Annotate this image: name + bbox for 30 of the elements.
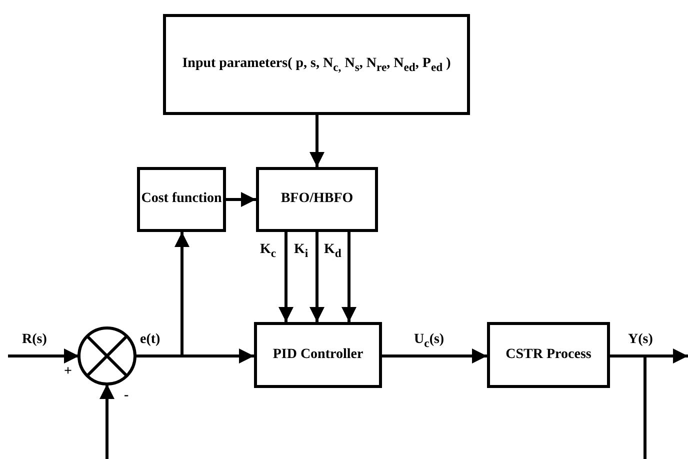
cost-function-box xyxy=(137,167,226,232)
box-label: Input parameters( p, s, N$_{c,}$ N$_{s}$, N$_{re}$, N$_{ed}$, P$_{ed}$ ) xyxy=(181,54,452,74)
box-label: PID Controller xyxy=(272,346,364,364)
signal-label: R(s) xyxy=(22,332,47,348)
arrow xyxy=(226,192,256,207)
sign-label: + xyxy=(64,364,72,380)
arrow xyxy=(382,348,487,364)
connector-line xyxy=(610,354,646,459)
box-label: CSTR Process xyxy=(506,346,592,364)
optimizer-box xyxy=(256,167,378,232)
signal-label: K$_{i}$ xyxy=(294,242,308,260)
arrow xyxy=(310,232,324,322)
arrow xyxy=(278,232,294,322)
signal-label: Y(s) xyxy=(628,332,653,348)
arrow xyxy=(100,384,114,459)
pid-controller-box xyxy=(254,322,382,388)
sign-label: - xyxy=(124,388,129,404)
arrow xyxy=(8,348,79,364)
arrow xyxy=(135,232,190,358)
arrow xyxy=(310,115,324,167)
summing-junction xyxy=(77,326,137,386)
input-parameters-box xyxy=(163,14,470,115)
box-label: BFO/HBFO xyxy=(280,190,354,208)
process-box xyxy=(487,322,610,388)
signal-label: e(t) xyxy=(140,332,160,348)
signal-label: K$_{d}$ xyxy=(324,242,342,260)
box-label: Cost function xyxy=(141,190,222,208)
signal-label: K$_{c}$ xyxy=(260,242,276,260)
arrow xyxy=(342,232,356,322)
signal-label: U$_{c}$(s) xyxy=(414,332,444,350)
